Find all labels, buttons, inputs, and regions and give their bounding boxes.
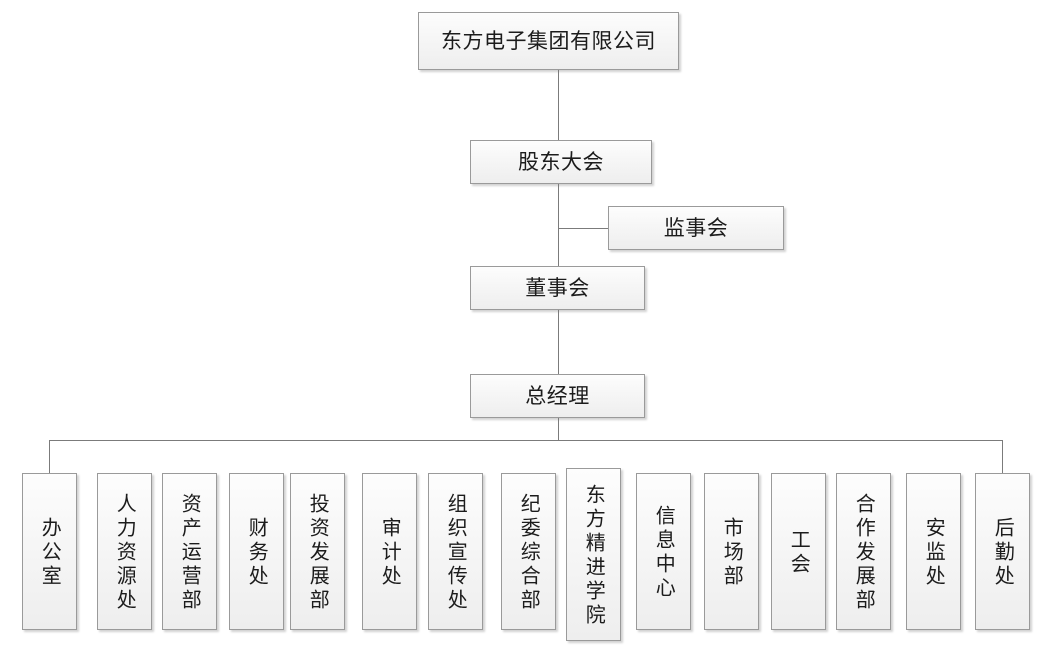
node-department[interactable]: 投资发展部	[290, 473, 345, 630]
node-company[interactable]: 东方电子集团有限公司	[418, 12, 679, 70]
node-supervisors-label: 监事会	[663, 215, 729, 240]
node-company-label: 东方电子集团有限公司	[441, 28, 656, 53]
node-department[interactable]: 合作发展部	[836, 473, 891, 630]
node-department[interactable]: 办公室	[22, 473, 77, 630]
node-department-label: 东方精进学院	[582, 483, 607, 628]
node-department-label: 后勤处	[991, 516, 1016, 589]
node-department[interactable]: 市场部	[704, 473, 759, 630]
connector-bus-drop-left	[49, 440, 50, 474]
node-department[interactable]: 组织宣传处	[428, 473, 483, 630]
node-department-label: 审计处	[378, 516, 403, 589]
node-department[interactable]: 纪委综合部	[501, 473, 556, 630]
node-department[interactable]: 财务处	[229, 473, 284, 630]
node-department-label: 安监处	[922, 516, 947, 589]
node-department-label: 投资发展部	[306, 492, 331, 613]
node-general-manager-label: 总经理	[525, 383, 590, 408]
connector-department-bus	[49, 440, 1003, 441]
node-supervisors[interactable]: 监事会	[608, 206, 784, 250]
connector-company-shareholders	[558, 70, 559, 140]
node-department-label: 人力资源处	[113, 492, 138, 613]
node-directors-label: 董事会	[525, 275, 590, 300]
node-general-manager[interactable]: 总经理	[470, 374, 645, 418]
connector-bus-drop-right	[1002, 440, 1003, 474]
node-department[interactable]: 后勤处	[975, 473, 1030, 630]
node-directors[interactable]: 董事会	[470, 266, 645, 310]
node-department-label: 纪委综合部	[517, 492, 542, 613]
node-shareholders-label: 股东大会	[518, 149, 604, 174]
connector-supervisors-branch	[558, 228, 609, 229]
node-department[interactable]: 信息中心	[636, 473, 691, 630]
connector-directors-gm	[558, 310, 559, 374]
connector-gm-bus	[558, 418, 559, 440]
node-department[interactable]: 人力资源处	[97, 473, 152, 630]
node-department-label: 组织宣传处	[444, 492, 469, 613]
node-department[interactable]: 审计处	[362, 473, 417, 630]
node-department[interactable]: 安监处	[906, 473, 961, 630]
connector-shareholders-directors	[558, 184, 559, 266]
node-department-label: 信息中心	[652, 504, 677, 601]
node-department[interactable]: 工会	[771, 473, 826, 630]
node-department-label: 办公室	[38, 516, 63, 589]
node-department-label: 资产运营部	[178, 492, 203, 613]
node-department-label: 工会	[787, 528, 812, 577]
node-shareholders[interactable]: 股东大会	[470, 140, 652, 184]
node-department[interactable]: 资产运营部	[162, 473, 217, 630]
node-department-label: 市场部	[720, 516, 745, 589]
node-department-label: 财务处	[245, 516, 270, 589]
node-department-label: 合作发展部	[852, 492, 877, 613]
node-department[interactable]: 东方精进学院	[566, 468, 621, 641]
